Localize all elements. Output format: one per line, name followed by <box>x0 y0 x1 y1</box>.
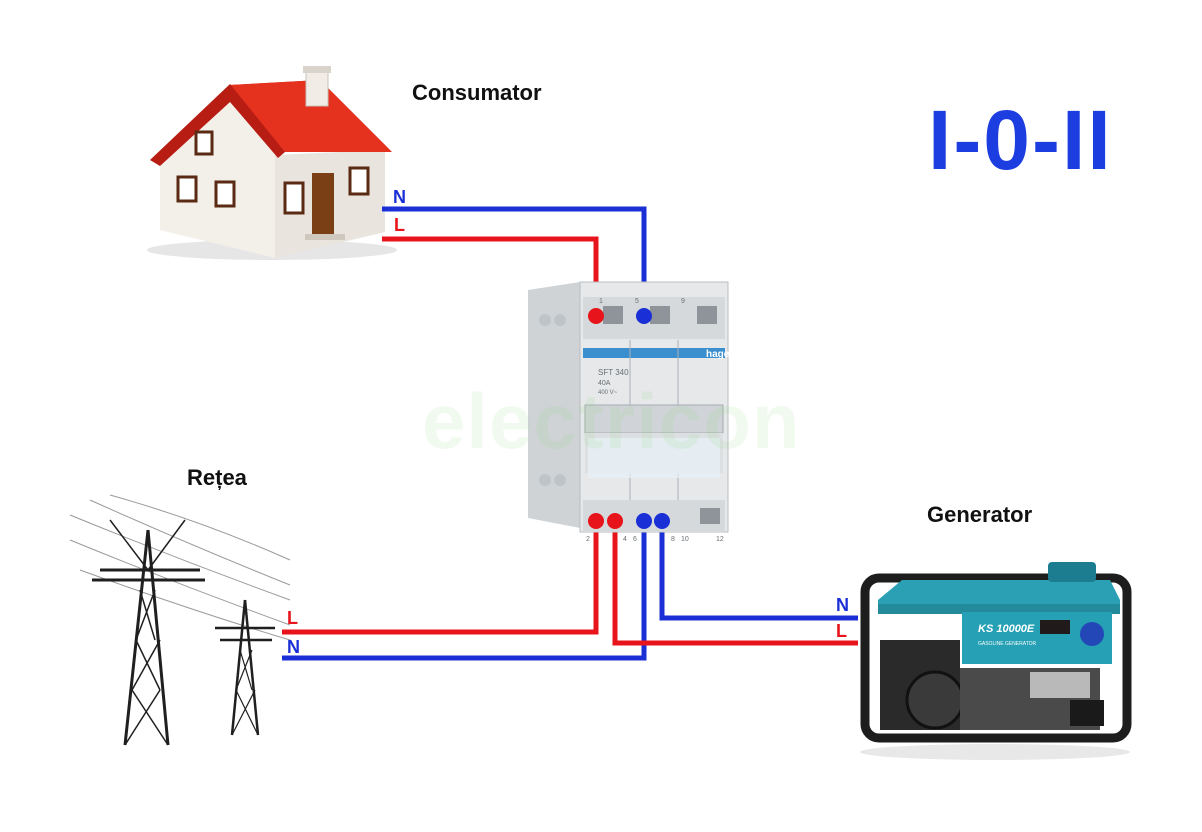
grid-neutral-letter: N <box>287 637 300 657</box>
terminal-dots <box>588 308 670 529</box>
switch-bottom-terminal-labels: 2 4 6 8 10 12 <box>586 536 724 543</box>
generator-phase-wire <box>612 521 858 646</box>
terminal-dot-grid-l <box>588 513 604 529</box>
bottom-terminal-label: 4 <box>623 536 627 543</box>
terminal-dot-generator-l <box>607 513 623 529</box>
top-terminal-label: 5 <box>635 298 639 305</box>
generator-subtitle: GASOLINE GENERATOR <box>978 641 1037 647</box>
consumer-neutral-wire <box>382 206 647 314</box>
terminal-dot-consumer-l <box>588 308 604 324</box>
grid-phase-letter: L <box>287 608 298 628</box>
terminal-dot-consumer-n <box>636 308 652 324</box>
mode-title: I-0-II <box>928 93 1113 187</box>
switch-model: SFT 340 <box>598 368 629 377</box>
generator-illustration <box>860 562 1132 760</box>
watermark: electricon <box>422 377 801 465</box>
bottom-terminal-label: 8 <box>671 536 675 543</box>
house-illustration <box>147 66 397 260</box>
bottom-terminal-label: 10 <box>681 536 689 543</box>
bottom-terminal-label: 12 <box>716 536 724 543</box>
grid-neutral-wire <box>282 521 647 661</box>
generator-neutral-wire <box>659 521 858 621</box>
terminal-dot-generator-n <box>654 513 670 529</box>
generator-phase-letter: L <box>836 621 847 641</box>
top-terminal-label: 9 <box>681 298 685 305</box>
generator-label: Generator <box>927 502 1033 527</box>
switch-rating: 40A <box>598 380 611 387</box>
consumer-label: Consumator <box>412 80 542 105</box>
power-pylons-illustration <box>69 494 291 746</box>
consumer-phase-letter: L <box>394 215 405 235</box>
grid-label: Rețea <box>187 465 247 490</box>
top-terminal-label: 1 <box>599 298 603 305</box>
switch-voltage: 400 V~ <box>598 390 618 396</box>
consumer-neutral-letter: N <box>393 187 406 207</box>
generator-model: KS 10000E <box>978 623 1035 635</box>
bottom-terminal-label: 6 <box>633 536 637 543</box>
grid-phase-wire <box>282 521 599 635</box>
bottom-terminal-label: 2 <box>586 536 590 543</box>
changeover-switch <box>528 281 729 533</box>
switch-brand: hager <box>706 349 733 360</box>
switch-top-terminal-labels: 1 5 9 <box>599 298 685 305</box>
terminal-dot-grid-n <box>636 513 652 529</box>
generator-neutral-letter: N <box>836 595 849 615</box>
